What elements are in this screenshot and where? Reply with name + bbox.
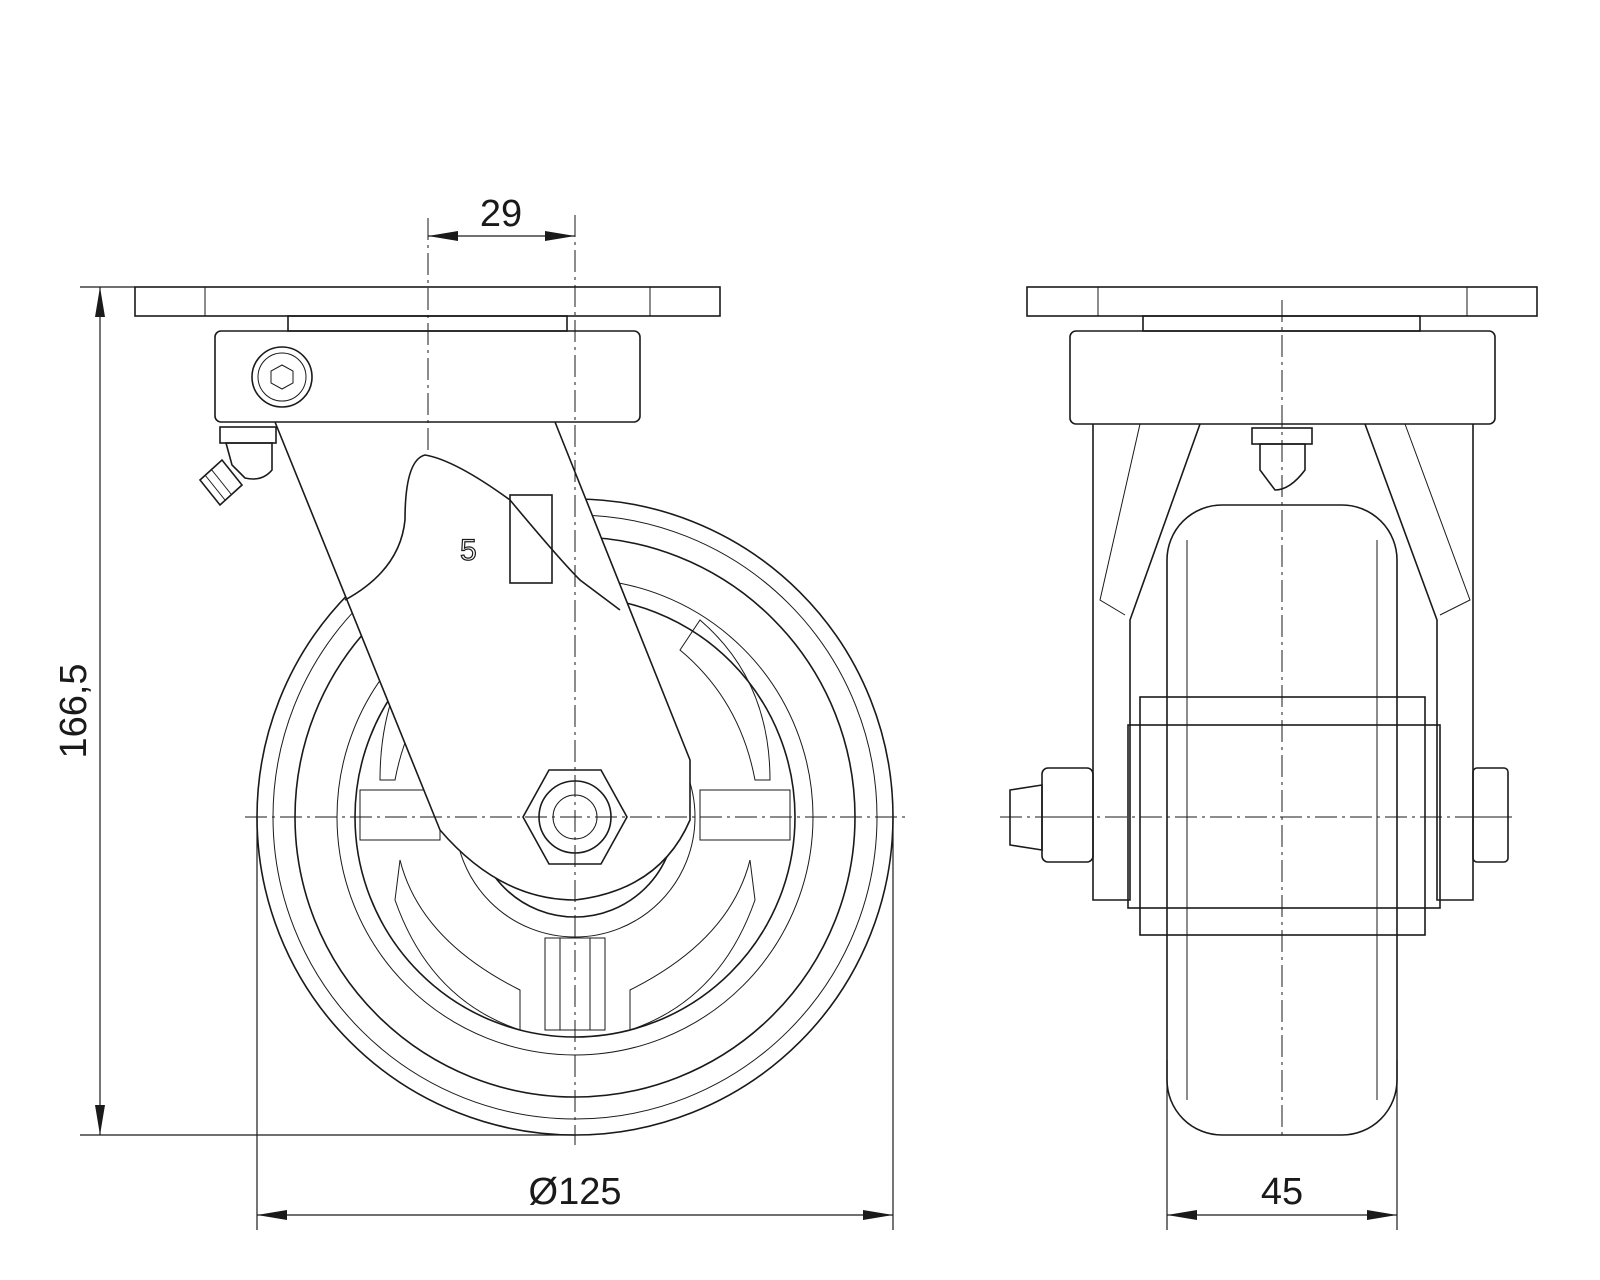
dimension-width: 45	[1166, 1060, 1398, 1230]
dimension-offset-label: 29	[480, 193, 522, 235]
socket-screw-icon	[251, 346, 313, 408]
side-view	[1000, 286, 1538, 1140]
marking-label: 5	[460, 534, 477, 567]
dimension-height: 166,5	[53, 286, 575, 1136]
dimension-diameter-label: Ø125	[529, 1171, 622, 1213]
dimension-diameter: Ø125	[256, 817, 894, 1230]
dimension-height-label: 166,5	[53, 663, 95, 758]
dimension-width-label: 45	[1261, 1171, 1303, 1213]
grease-nipple	[198, 426, 277, 507]
fork: 5	[274, 421, 691, 901]
front-view: 5	[134, 215, 905, 1145]
dimension-offset: 29	[428, 193, 575, 241]
